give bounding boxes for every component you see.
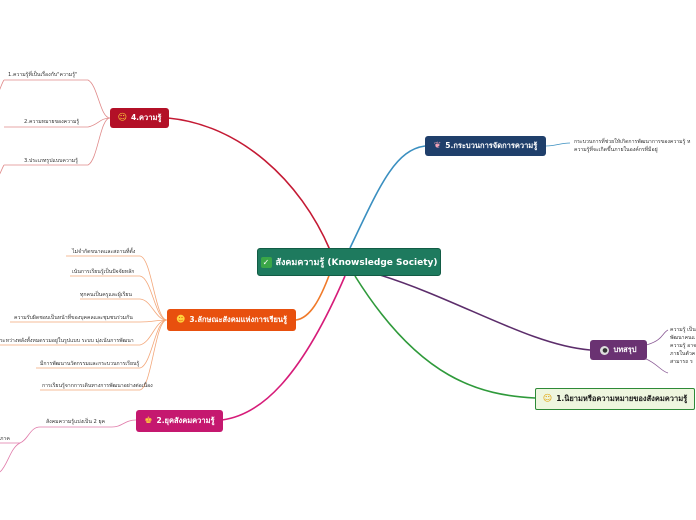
leaf-learning-6[interactable]: มีการพัฒนานวัตกรรมและกระบวนการเรียนรู้	[40, 361, 140, 367]
leaf-learning-5[interactable]: ระหว่างพลังทั้งหมดรวมอยู่ในรูปแบบ ระบบ ม…	[0, 338, 134, 344]
leaf-era-sub-1[interactable]: ภาค	[0, 436, 10, 442]
check-mark-icon: ✓	[260, 256, 272, 268]
link-center-b4	[167, 117, 331, 251]
branch-summary-label: บทสรุป	[613, 345, 637, 354]
speech-head-icon: ●	[600, 345, 610, 355]
leaf-learning-3[interactable]: ทุกคนเป็นครูและผู้เรียน	[80, 292, 132, 298]
link-center-b5	[349, 145, 426, 249]
summary-text-line-2: พัฒนาคนแ	[670, 335, 695, 341]
branch-knowledge[interactable]: ☺ 4.ความรู้	[110, 108, 169, 128]
summary-text-line-3: ความรู้ อาจ	[670, 343, 696, 349]
branch-km-process-label: 5.กระบวนการจัดการความรู้	[445, 141, 538, 150]
branch-learning-society[interactable]: ☻ 3.ลักษณะสังคมแห่งการเรียนรู้	[167, 309, 296, 331]
sunglasses-emoji-icon: ☻	[175, 315, 186, 325]
summary-text-line-5: สามารถ ร	[670, 359, 693, 365]
branch-km-process[interactable]: ❦ 5.กระบวนการจัดการความรู้	[425, 136, 546, 156]
central-topic-label: สังคมความรู้ (Knowsledge Society)	[275, 258, 438, 268]
branch-learning-society-label: 3.ลักษณะสังคมแห่งการเรียนรู้	[189, 315, 288, 324]
link-center-b3	[295, 272, 331, 321]
branch-definition[interactable]: ☺ 1.นิยามหรือความหมายของสังคมความรู้	[535, 388, 695, 410]
leaf-learning-1[interactable]: ไม่จำกัดขนาดและสถานที่ตั้ง	[72, 249, 136, 255]
branch-summary[interactable]: ● บทสรุป	[590, 340, 647, 360]
star-struck-emoji-icon: ☺	[117, 113, 127, 123]
brain-icon: ❦	[433, 141, 442, 151]
km-process-text-line-1: กระบวนการที่ช่วยให้เกิดการพัฒนาการของควา…	[574, 139, 691, 145]
thinking-face-icon: ☺	[542, 394, 553, 404]
leaf-knowledge-1[interactable]: 1.ความรู้ที่เป็นเรื่องกับ"ความรู้"	[8, 72, 78, 78]
leaf-learning-7[interactable]: การเรียนรู้จากการเดินทางการพัฒนาอย่างต่อ…	[42, 383, 153, 389]
link-center-b1	[354, 275, 536, 399]
leaf-learning-4[interactable]: ความรับผิดชอบเป็นหน้าที่ของบุคคลและชุมชน…	[14, 315, 133, 321]
leaf-era-1[interactable]: สังคมความรู้แบ่งเป็น 2 ยุค	[46, 419, 105, 425]
student-icon: ♚	[144, 416, 153, 426]
leaf-knowledge-3[interactable]: 3.ประเภทรูปแบบความรู้	[24, 158, 78, 164]
km-process-text: กระบวนการที่ช่วยให้เกิดการพัฒนาการของควา…	[574, 138, 690, 154]
branch-knowledge-era-label: 2.ยุคสังคมความรู้	[156, 416, 215, 425]
summary-text-line-4: ภายในตัวค	[670, 351, 696, 357]
summary-text: ความรู้ เป็น พัฒนาคนแ ความรู้ อาจ ภายในต…	[670, 326, 696, 366]
leaf-knowledge-2[interactable]: 2.ความหมายของความรู้	[24, 119, 80, 125]
summary-text-line-1: ความรู้ เป็น	[670, 327, 696, 333]
branch-definition-label: 1.นิยามหรือความหมายของสังคมความรู้	[556, 394, 688, 403]
branch-knowledge-era[interactable]: ♚ 2.ยุคสังคมความรู้	[136, 410, 223, 432]
branch-knowledge-label: 4.ความรู้	[130, 113, 162, 122]
link-center-summary	[379, 274, 591, 351]
km-process-text-line-2: ความรู้ที่จะเกิดขึ้นภายในองค์กรที่มีอยู่	[574, 147, 658, 153]
central-topic[interactable]: ✓ สังคมความรู้ (Knowsledge Society)	[257, 248, 441, 276]
leaf-learning-2[interactable]: เน้นการเรียนรู้เป็นปัจจัยหลัก	[72, 269, 135, 275]
link-center-b2	[221, 275, 346, 421]
